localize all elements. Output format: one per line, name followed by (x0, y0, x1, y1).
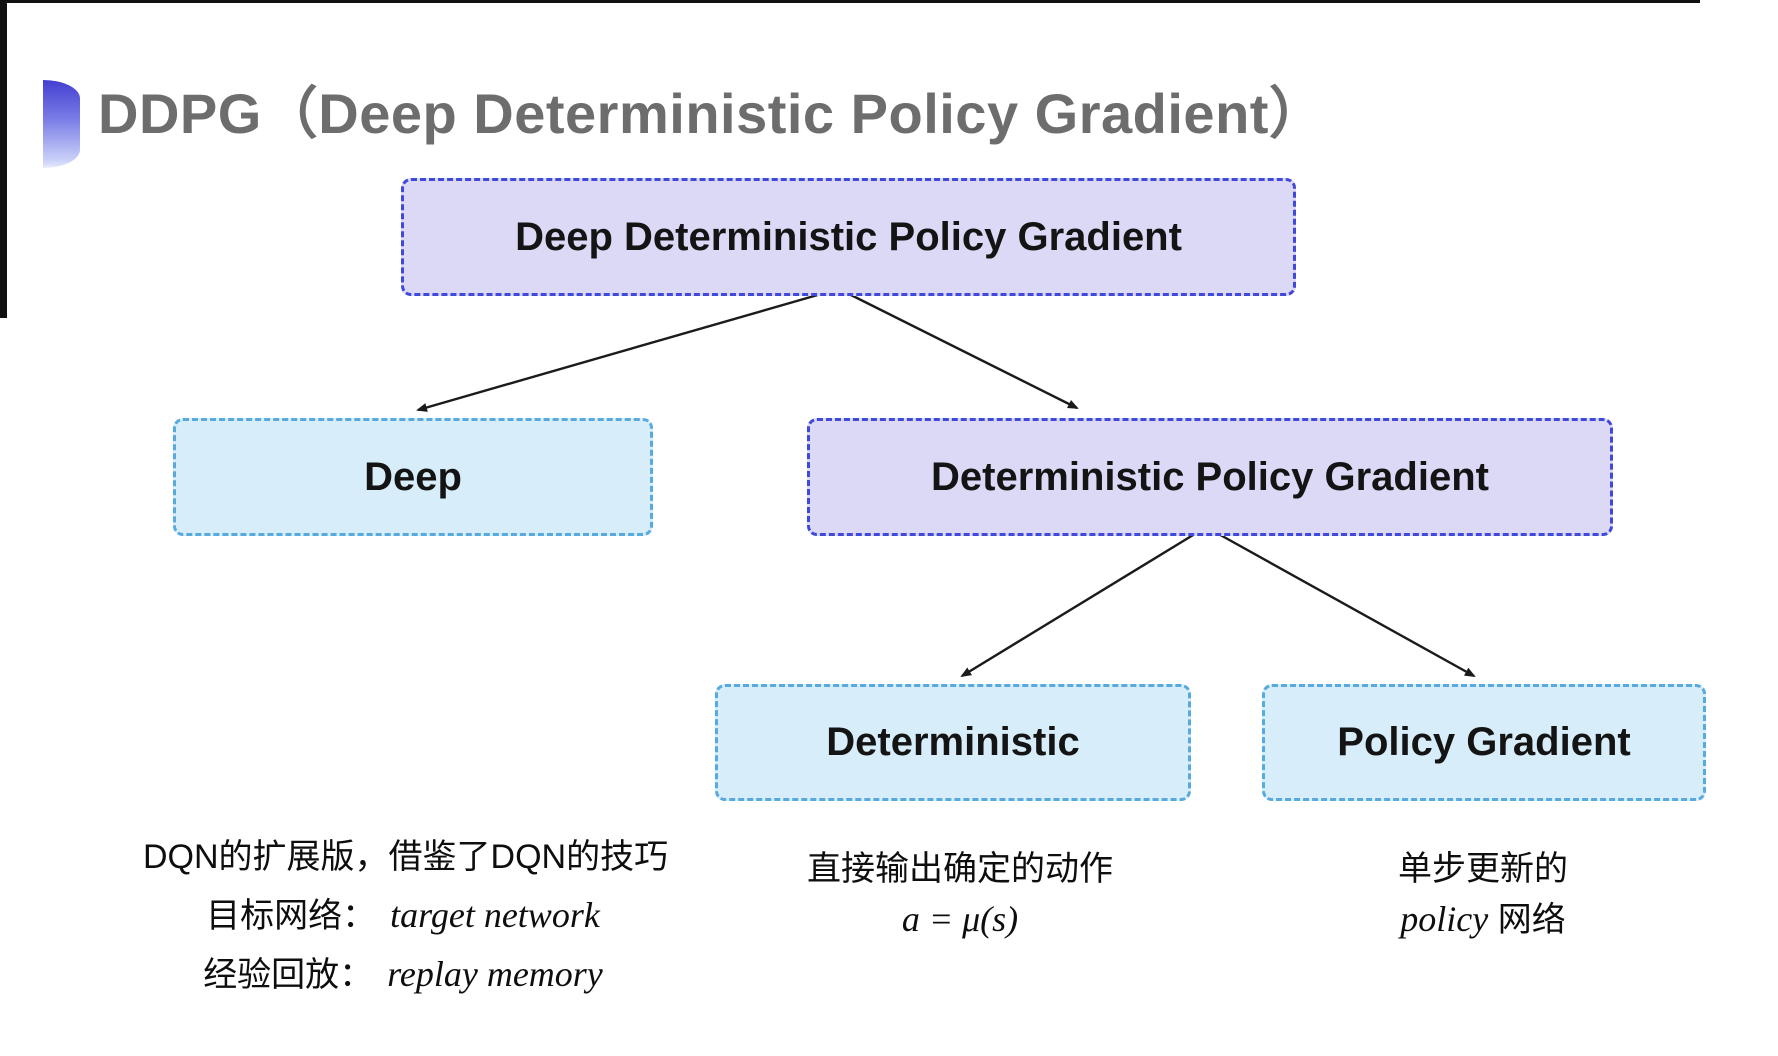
node-label: Deep Deterministic Policy Gradient (515, 214, 1182, 259)
page-title: DDPG（Deep Deterministic Policy Gradient） (98, 82, 1326, 145)
frame-top-border (0, 0, 1700, 3)
note-label: 网络 (1488, 901, 1566, 939)
node-deep: Deep (173, 418, 653, 536)
note-policy-gradient: 单步更新的 policy 网络 (1283, 844, 1683, 945)
note-formula: a = μ(s) (901, 899, 1019, 939)
node-label: Deterministic Policy Gradient (931, 454, 1489, 499)
note-line-update: 单步更新的 (1398, 850, 1568, 888)
node-deep-deterministic-policy-gradient: Deep Deterministic Policy Gradient (401, 178, 1296, 296)
note-line-action: 直接输出确定的动作 (807, 850, 1113, 888)
frame-left-border (0, 0, 7, 318)
arrow-dpg-to-policy-gradient (1214, 530, 1476, 678)
arrow-root-to-deep (416, 290, 829, 412)
note-line-dqn: DQN的扩展版，借鉴了DQN的技巧 (143, 838, 669, 876)
note-label: 经验回放： (203, 956, 374, 994)
node-policy-gradient: Policy Gradient (1262, 684, 1706, 801)
note-deep: DQN的扩展版，借鉴了DQN的技巧 目标网络： target network 经验… (143, 828, 669, 1004)
title-bullet-icon (43, 80, 80, 168)
node-label: Deep (364, 454, 462, 499)
arrow-dpg-to-deterministic (960, 530, 1199, 678)
node-label: Policy Gradient (1337, 720, 1631, 764)
node-deterministic-policy-gradient: Deterministic Policy Gradient (807, 418, 1613, 536)
note-term: policy (1400, 899, 1489, 939)
note-line-target-network: 目标网络： target network (143, 886, 663, 945)
note-term: replay memory (387, 954, 603, 994)
node-label: Deterministic (826, 720, 1080, 764)
note-label: 目标网络： (206, 897, 377, 935)
note-deterministic: 直接输出确定的动作 a = μ(s) (760, 844, 1160, 944)
note-term: target network (390, 895, 600, 935)
note-line-policy-network: policy 网络 (1283, 894, 1683, 945)
note-line-replay-memory: 经验回放： replay memory (143, 945, 663, 1004)
arrow-root-to-dpg (844, 290, 1079, 410)
node-deterministic: Deterministic (715, 684, 1191, 801)
